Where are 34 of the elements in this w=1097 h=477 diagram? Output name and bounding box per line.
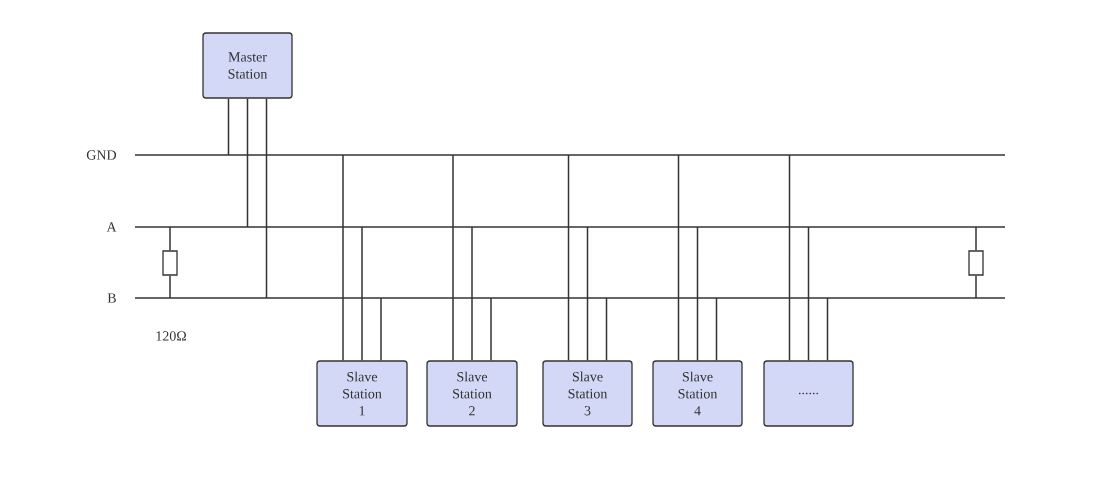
wire — [975, 226, 977, 252]
wire — [227, 97, 230, 156]
wire — [246, 97, 249, 228]
resistance-label: 120Ω — [156, 331, 186, 341]
station-box: ...... — [763, 360, 854, 427]
wire — [490, 297, 492, 362]
bus-line: GND — [86, 150, 1005, 160]
wire — [605, 297, 608, 362]
wire — [567, 154, 570, 362]
wire — [975, 274, 977, 299]
resistor-symbol — [162, 250, 178, 276]
station-box: Slave Station 3 — [542, 360, 633, 427]
station-box: Slave Station 4 — [652, 360, 743, 427]
wire — [452, 154, 454, 362]
wire — [169, 226, 171, 252]
station-box: Slave Station 1 — [316, 360, 408, 427]
wire — [169, 274, 171, 299]
wire — [265, 97, 268, 299]
wire — [342, 154, 344, 362]
station-box: Slave Station 2 — [426, 360, 518, 427]
wire — [380, 297, 382, 362]
wire — [788, 154, 791, 362]
wire — [826, 297, 829, 362]
wire — [807, 226, 810, 362]
wire — [715, 297, 718, 362]
bus-line: B — [107, 293, 1005, 303]
resistor-symbol — [968, 250, 984, 276]
wire — [471, 226, 473, 362]
wire — [361, 226, 363, 362]
wire — [586, 226, 589, 362]
bus-line: A — [106, 222, 1005, 232]
wire — [696, 226, 699, 362]
station-box: Master Station — [202, 32, 293, 99]
wire — [677, 154, 680, 362]
